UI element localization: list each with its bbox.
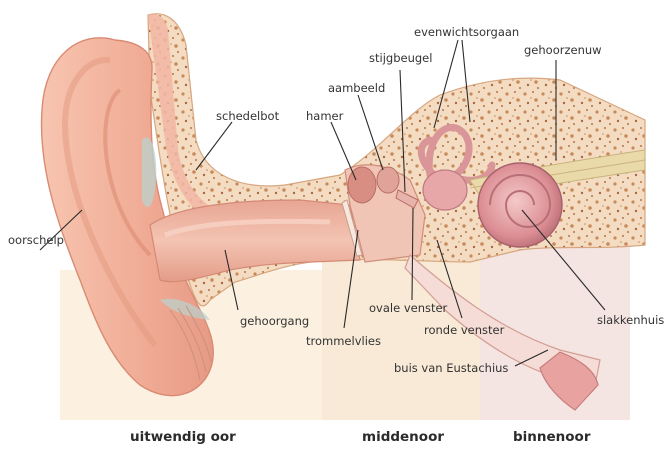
label-ovale-venster: ovale venster	[369, 301, 448, 315]
label-hamer: hamer	[306, 109, 344, 123]
label-slakkenhuis: slakkenhuis	[597, 313, 664, 327]
section-label-middle: middenoor	[362, 429, 444, 445]
section-labels: uitwendig oor middenoor binnenoor	[130, 429, 591, 445]
label-schedelbot: schedelbot	[216, 109, 280, 123]
label-evenwichtsorgaan: evenwichtsorgaan	[414, 25, 519, 39]
label-ronde-venster: ronde venster	[424, 323, 505, 337]
label-oorschelp: oorschelp	[8, 233, 64, 247]
label-trommelvlies: trommelvlies	[306, 334, 381, 348]
label-buis-van-eustachius: buis van Eustachius	[394, 361, 508, 375]
label-gehoorgang: gehoorgang	[240, 314, 309, 328]
anvil-bone	[377, 167, 399, 193]
label-aambeeld: aambeeld	[328, 81, 385, 95]
vestibule	[423, 170, 467, 210]
section-label-inner: binnenoor	[513, 429, 591, 445]
label-gehoorzenuw: gehoorzenuw	[524, 43, 602, 57]
cochlea	[478, 163, 562, 247]
label-stijgbeugel: stijgbeugel	[369, 51, 432, 65]
section-label-outer: uitwendig oor	[130, 429, 236, 445]
